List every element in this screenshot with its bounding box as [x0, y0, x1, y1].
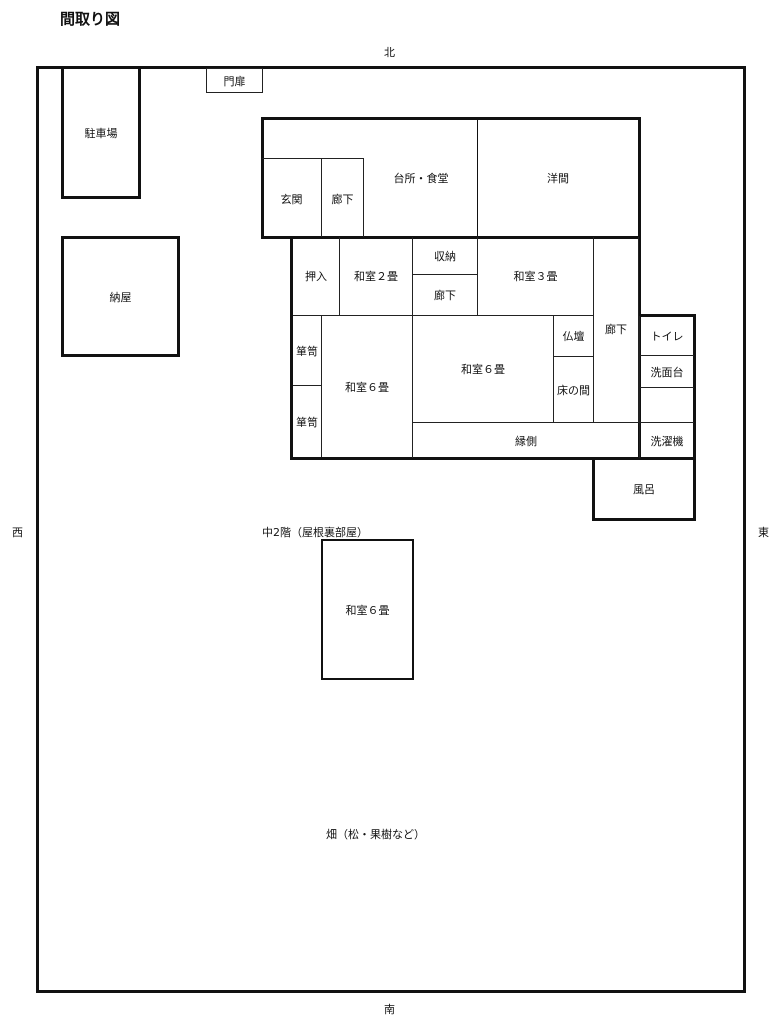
direction-south: 南	[384, 1003, 395, 1016]
shed-label: 納屋	[109, 290, 132, 304]
mezzanine-label: 中2階（屋根裏部屋）	[262, 526, 368, 539]
gate: 門扉	[206, 68, 263, 93]
room-toilet: トイレ	[639, 316, 694, 356]
room-veranda: 縁側	[412, 422, 640, 458]
room-entrance: 玄関	[262, 158, 322, 238]
room-utility	[639, 387, 694, 423]
room-tansu-2: 箪笥	[293, 385, 322, 457]
room-butsudan: 仏壇	[553, 315, 594, 357]
room-tokonoma: 床の間	[553, 356, 594, 423]
room-hall-2: 廊下	[412, 274, 478, 316]
shed: 納屋	[61, 236, 180, 357]
parking-label: 駐車場	[84, 126, 118, 140]
direction-east: 東	[758, 526, 769, 539]
room-bath-label: 風呂	[633, 483, 655, 496]
room-storage: 収納	[412, 237, 478, 275]
room-western: 洋間	[547, 172, 569, 185]
room-kitchen: 台所・食堂	[393, 172, 449, 185]
room-bath: 風呂	[592, 457, 696, 521]
room-tansu-1: 箪笥	[293, 315, 322, 386]
room-closet: 押入	[293, 237, 340, 316]
room-washitsu-3: 和室３畳	[477, 237, 594, 316]
direction-west: 西	[12, 526, 23, 539]
room-washbasin: 洗面台	[639, 355, 694, 388]
room-washitsu-2: 和室２畳	[339, 237, 413, 316]
room-washitsu-6a: 和室６畳	[321, 315, 413, 457]
direction-north: 北	[384, 46, 395, 59]
room-hall-1: 廊下	[321, 158, 364, 238]
wall	[477, 118, 478, 238]
parking: 駐車場	[61, 66, 141, 199]
page-title: 間取り図	[60, 10, 121, 28]
wall	[290, 237, 640, 238]
room-hall-3: 廊下	[593, 237, 639, 423]
mezzanine-room: 和室６畳	[321, 539, 414, 680]
field-label: 畑（松・果樹など）	[326, 828, 425, 841]
room-washitsu-6b: 和室６畳	[412, 315, 554, 423]
property-boundary	[36, 66, 746, 993]
room-washer: 洗濯機	[639, 422, 694, 458]
